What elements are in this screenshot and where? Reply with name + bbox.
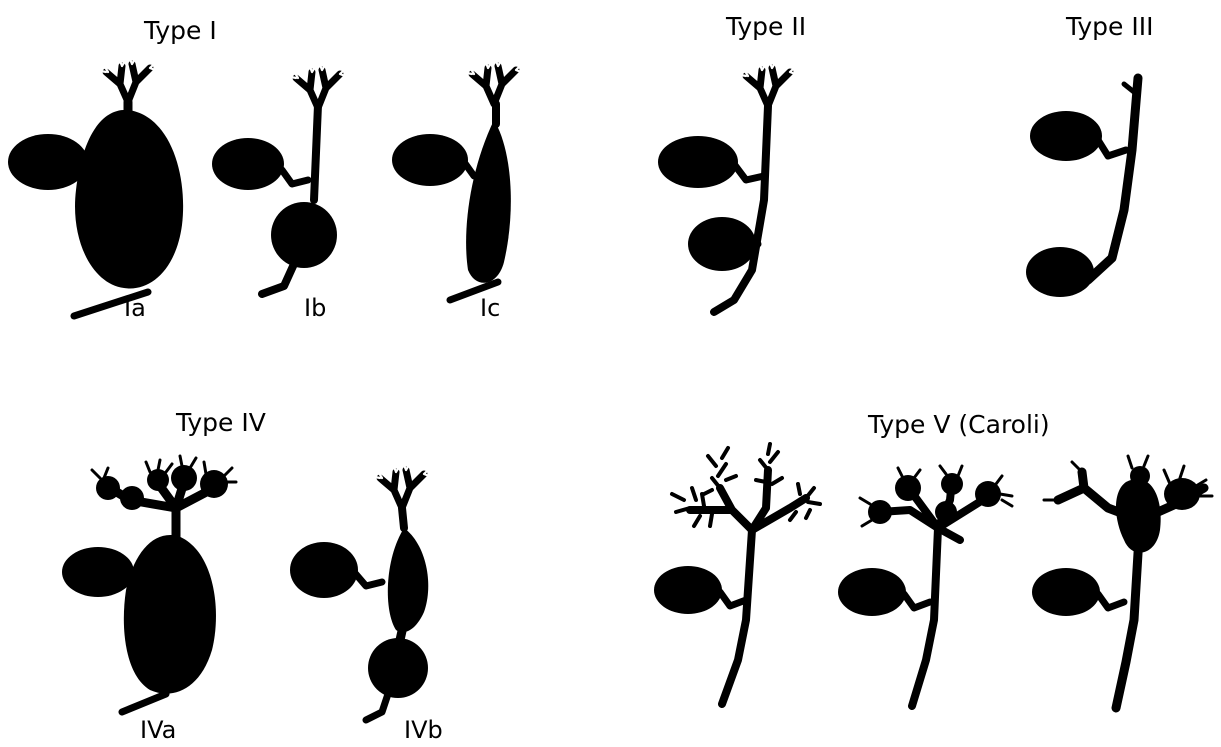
gallbladder — [654, 566, 722, 614]
gallbladder — [1030, 111, 1102, 161]
type-v-label: Type V (Caroli) — [868, 410, 1050, 439]
ivb-label: IVb — [404, 716, 443, 744]
diagram-iii — [1026, 73, 1143, 297]
diagram-v-3 — [1032, 454, 1214, 713]
gallbladder — [8, 134, 88, 190]
diagram-v-2 — [838, 464, 1014, 710]
cyst — [466, 120, 511, 283]
ib-label: Ib — [304, 294, 327, 322]
intrahepatic-cyst — [387, 528, 429, 633]
gallbladder — [290, 542, 358, 598]
diagram-ivb — [290, 460, 434, 724]
gallbladder — [1032, 568, 1100, 616]
gallbladder — [212, 138, 284, 190]
diagram-ic — [392, 56, 526, 304]
iva-label: IVa — [140, 716, 177, 744]
diagram-iva — [62, 454, 238, 716]
gallbladder — [658, 136, 738, 188]
type-ii-label: Type II — [726, 12, 807, 41]
diagram-v-1 — [654, 442, 822, 708]
gallbladder — [392, 134, 468, 186]
ia-label: Ia — [124, 294, 146, 322]
type-iii-label: Type III — [1066, 12, 1154, 41]
pancreatic-duct — [70, 288, 152, 320]
ic-label: Ic — [480, 294, 501, 322]
cyst — [123, 535, 216, 694]
diagram-ia — [8, 54, 184, 320]
gallbladder — [62, 547, 134, 597]
extrahepatic-cyst — [368, 638, 428, 698]
type-iv-label: Type IV — [176, 408, 266, 437]
type-i-label: Type I — [144, 16, 217, 45]
diverticulum — [688, 217, 756, 271]
choledochocele — [1026, 247, 1094, 297]
gallbladder — [838, 568, 906, 616]
cyst — [75, 109, 184, 289]
cyst — [271, 202, 337, 268]
diagram-ib — [212, 60, 350, 298]
diagram-ii — [658, 58, 800, 316]
